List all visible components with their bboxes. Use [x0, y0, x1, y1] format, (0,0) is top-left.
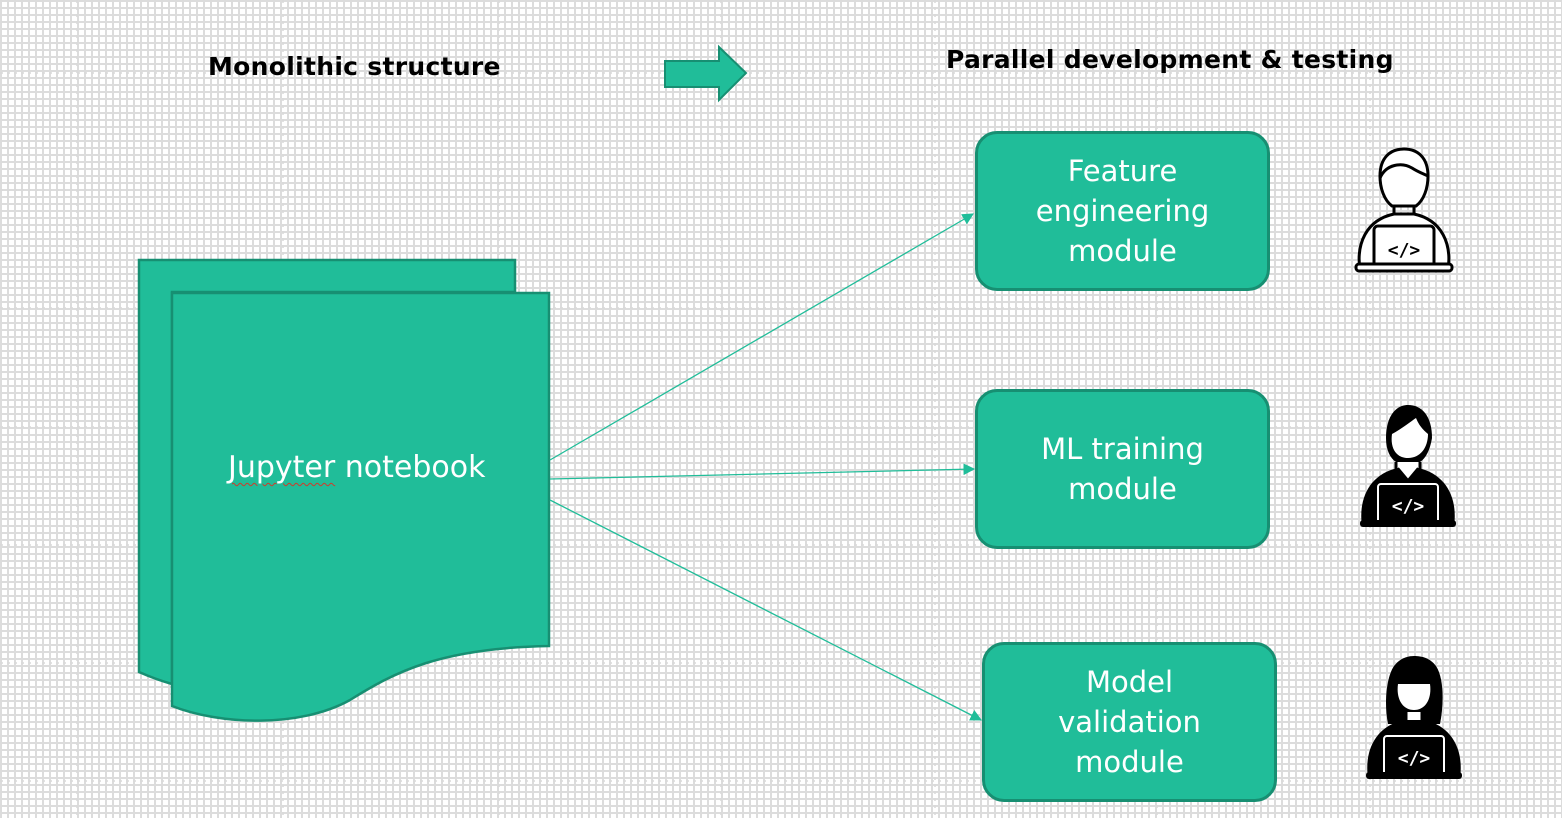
svg-text:</>: </>	[1392, 496, 1425, 517]
connector-arrow-feature	[549, 213, 975, 461]
model-validation-module: Model validation module	[982, 642, 1277, 802]
notebook-label: Jupyter notebook	[228, 450, 485, 485]
ml-training-module: ML training module	[975, 389, 1270, 549]
transition-arrow-icon	[664, 44, 748, 103]
svg-text:</>: </>	[1398, 748, 1431, 769]
feature-engineering-module: Feature engineering module	[975, 131, 1270, 291]
monolithic-heading: Monolithic structure	[208, 52, 501, 81]
connector-arrow-validation	[549, 499, 983, 721]
notebook-label-jupyter: Jupyter	[228, 450, 336, 485]
notebook-document-icon	[170, 291, 551, 722]
developer-outline-icon: </>	[1354, 147, 1454, 273]
developer-short-hair-icon: </>	[1360, 405, 1456, 527]
svg-text:</>: </>	[1388, 240, 1421, 261]
notebook-label-rest: notebook	[335, 450, 486, 485]
developer-long-hair-icon: </>	[1366, 656, 1462, 779]
parallel-heading: Parallel development & testing	[946, 45, 1394, 74]
connector-arrow-training	[549, 463, 976, 480]
